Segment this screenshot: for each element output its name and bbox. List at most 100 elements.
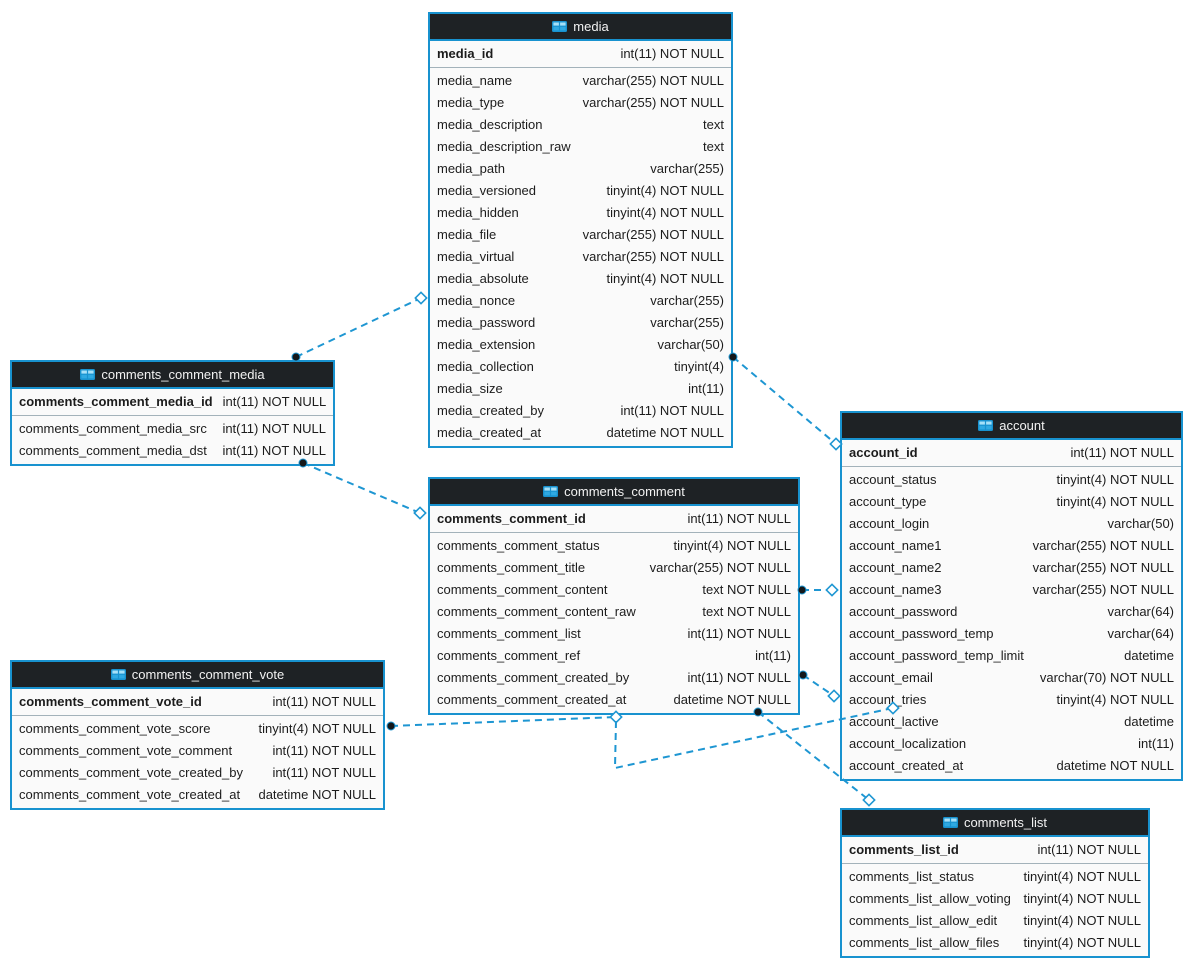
relationship-line-comments_comment_media-media[interactable] [295, 297, 422, 358]
column-name: comments_comment_list [437, 626, 581, 641]
column-name: media_absolute [437, 271, 529, 286]
relationship-diamond-end [827, 689, 841, 703]
column-name: media_created_by [437, 403, 544, 418]
table-header-comments_comment_vote[interactable]: comments_comment_vote [12, 662, 383, 689]
relationship-line-comments_comment_media-comments_comment[interactable] [302, 462, 421, 514]
column-type: varchar(255) [650, 315, 724, 330]
table-title: comments_comment_vote [131, 667, 285, 682]
table-header-comments_list[interactable]: comments_list [842, 810, 1148, 837]
column-name: media_id [437, 46, 494, 61]
relationship-line-comments_comment-account[interactable] [802, 674, 835, 697]
table-header-account[interactable]: account [842, 413, 1181, 440]
column-type: int(11) NOT NULL [687, 511, 791, 526]
column-type: text [703, 117, 724, 132]
table-comments_list[interactable]: comments_list comments_list_id int(11) NOT… [840, 808, 1150, 958]
column-name: comments_comment_media_dst [19, 443, 207, 458]
column-row[interactable]: comments_comment_list int(11) NOT NULL [430, 623, 798, 645]
primary-key-row[interactable]: comments_list_id int(11) NOT NULL [842, 837, 1148, 864]
table-comments_comment_media[interactable]: comments_comment_media comments_comment_m… [10, 360, 335, 466]
column-type: int(11) NOT NULL [222, 443, 326, 458]
column-name: account_password_temp_limit [849, 648, 1024, 663]
column-name: comments_comment_vote_score [19, 721, 211, 736]
column-type: int(11) NOT NULL [1037, 842, 1141, 857]
column-name: comments_list_id [849, 842, 959, 857]
table-header-comments_comment_media[interactable]: comments_comment_media [12, 362, 333, 389]
column-name: comments_comment_media_src [19, 421, 207, 436]
column-name: comments_comment_media_id [19, 394, 213, 409]
column-name: account_password [849, 604, 958, 619]
column-type: int(11) NOT NULL [620, 46, 724, 61]
column-row[interactable]: comments_comment_media_dst int(11) NOT NU… [12, 440, 333, 462]
column-type: varchar(255) NOT NULL [1032, 560, 1174, 575]
column-name: comments_comment_ref [437, 648, 581, 663]
relationship-circle-end [798, 670, 808, 680]
column-type: varchar(50) [1107, 516, 1174, 531]
table-header-media[interactable]: media [430, 14, 731, 41]
relationship-line-comments_comment_vote-comments_comment[interactable] [390, 716, 617, 727]
table-comments_comment_vote[interactable]: comments_comment_vote comments_comment_vo… [10, 660, 385, 810]
relationship-line-media-account[interactable] [732, 356, 837, 445]
table-grid-icon [80, 369, 96, 380]
column-type: int(11) NOT NULL [687, 626, 791, 641]
table-header-comments_comment[interactable]: comments_comment [430, 479, 798, 506]
primary-key-row[interactable]: media_id int(11) NOT NULL [430, 41, 731, 68]
column-name: comments_list_allow_files [849, 935, 1000, 950]
table-title: comments_comment_media [101, 367, 265, 382]
